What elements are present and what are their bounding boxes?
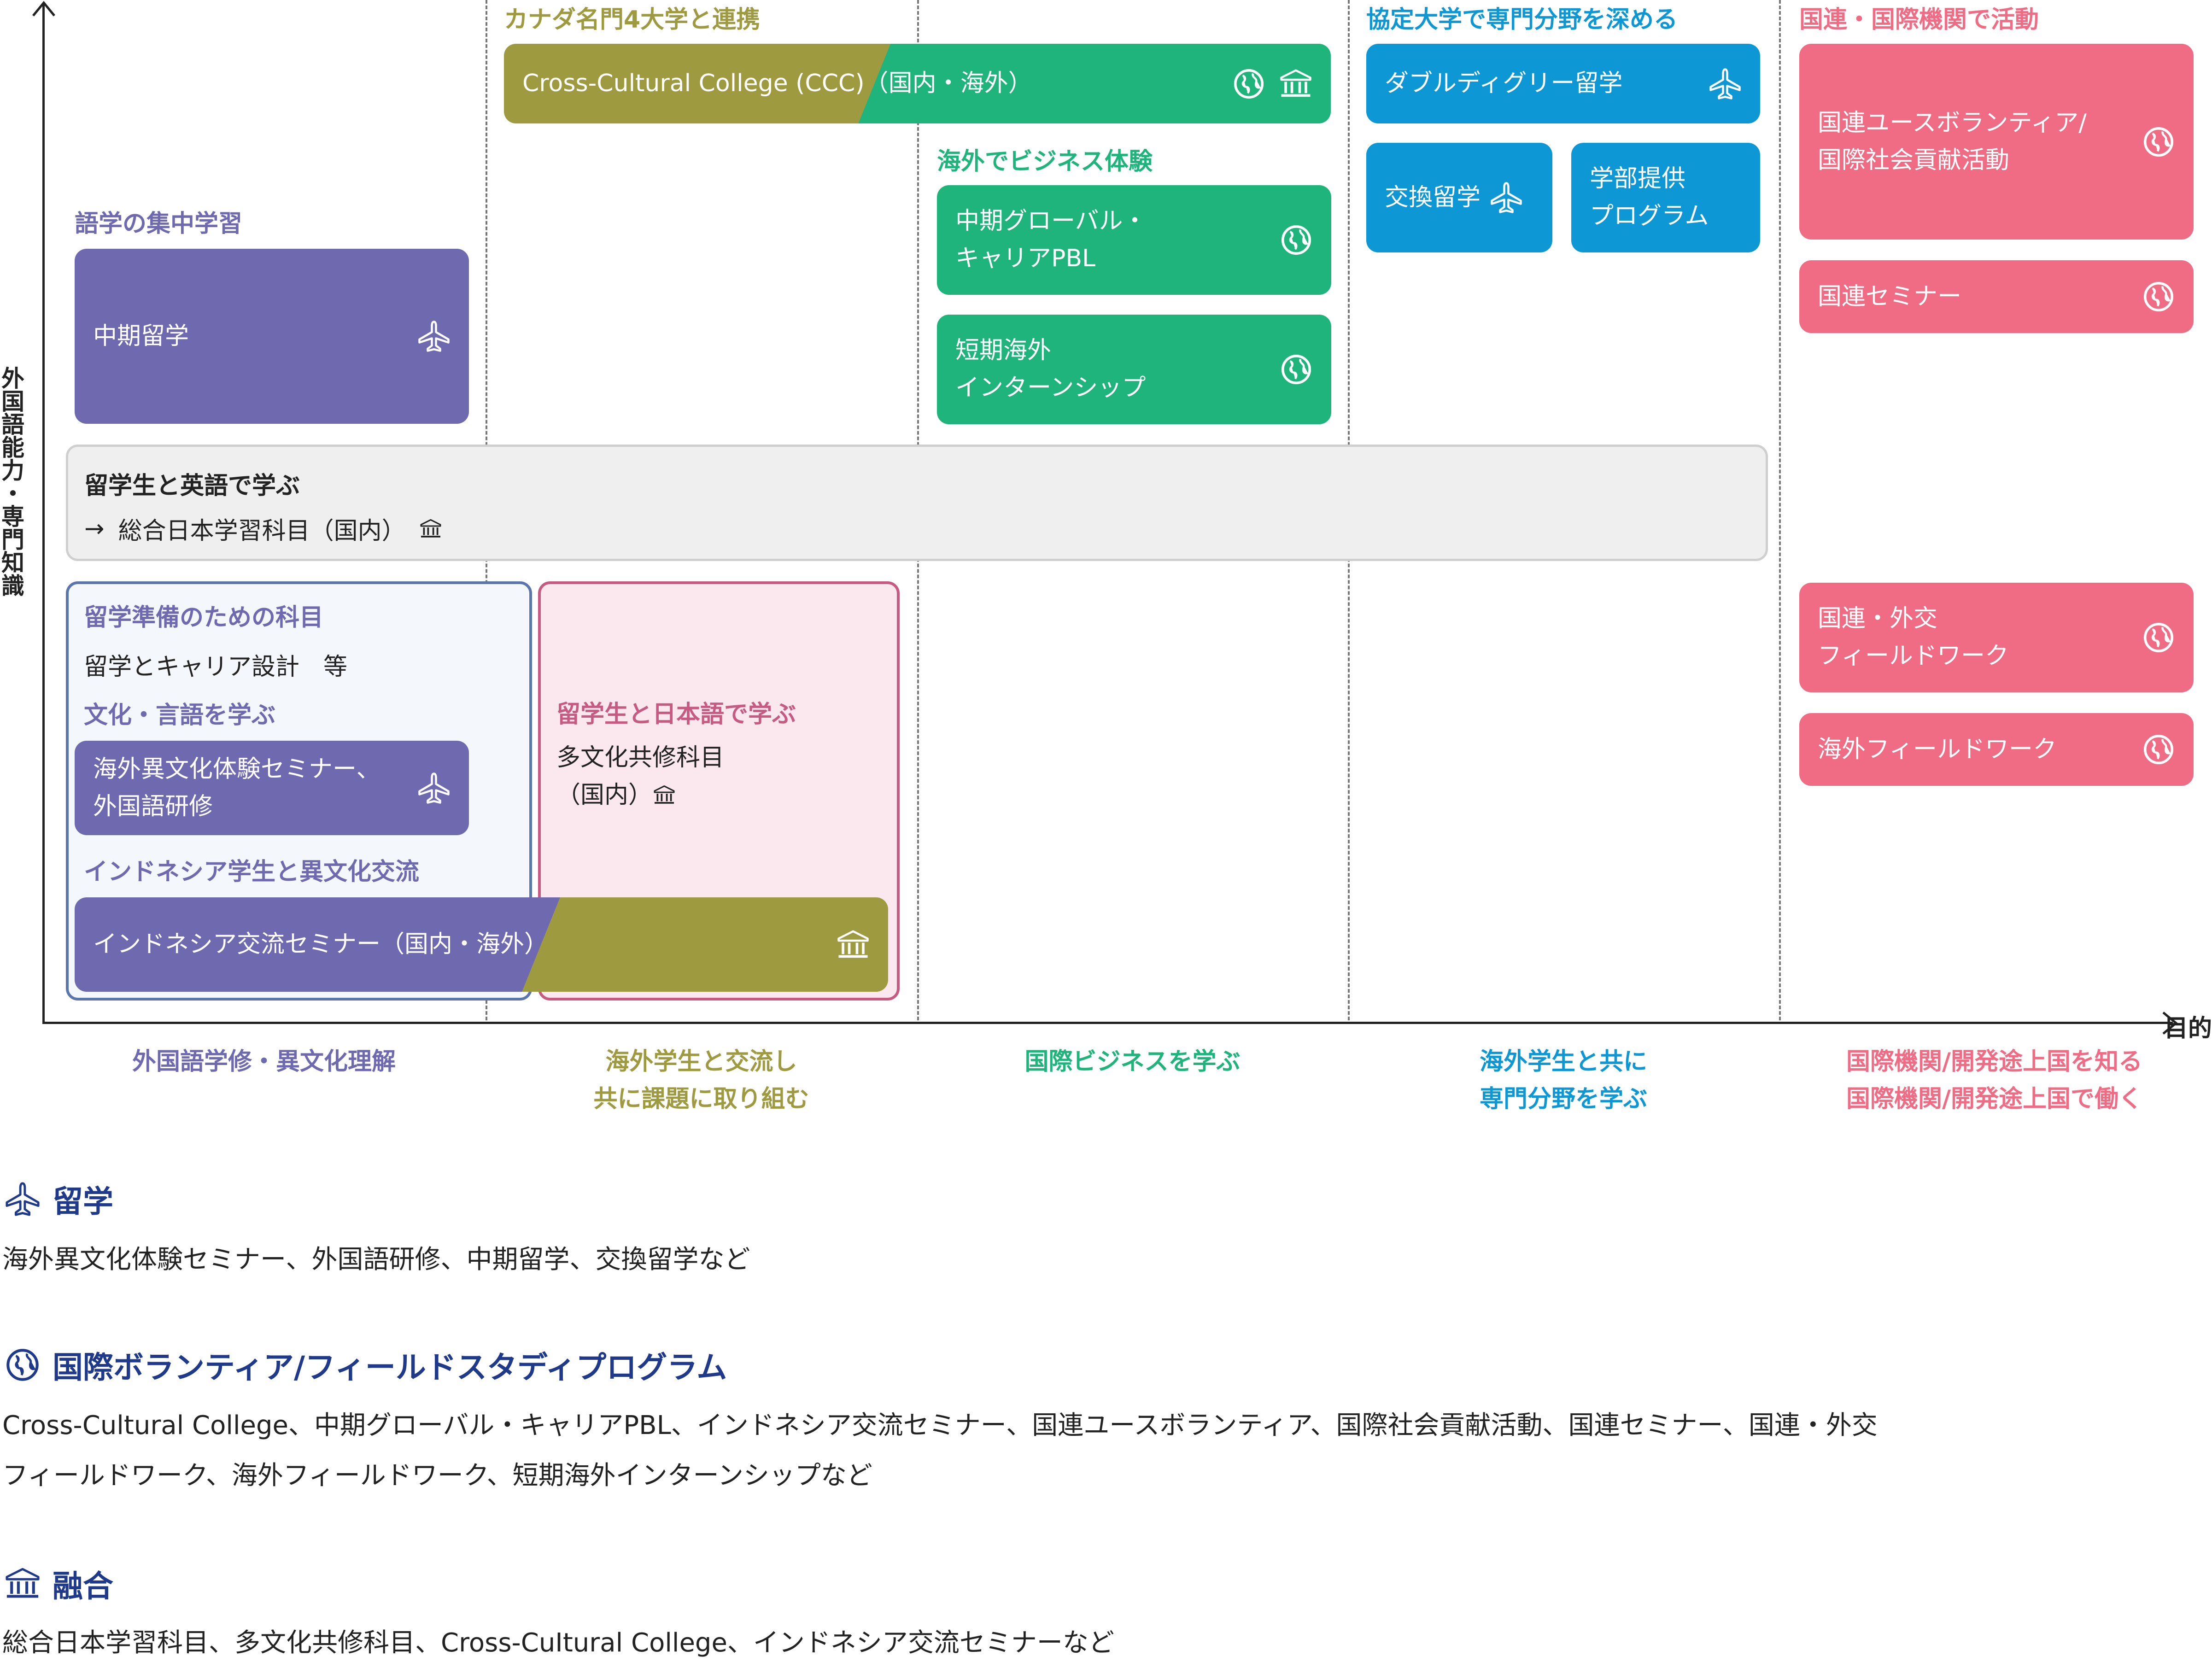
card-overseas-seminar[interactable]: 海外異文化体験セミナー、 外国語研修 [75, 741, 469, 835]
heading-culture: 文化・言語を学ぶ [84, 702, 276, 729]
prep-text: 留学とキャリア設計 等 [84, 653, 348, 681]
english-box-subject[interactable]: 総合日本学習科目（国内） [118, 517, 406, 545]
globe-icon [2142, 125, 2175, 158]
heading-indonesia: インドネシア学生と異文化交流 [84, 858, 420, 886]
card-short-internship-label: 短期海外 インターンシップ [955, 337, 1146, 402]
globe-icon [5, 1347, 41, 1383]
globe-icon [2142, 733, 2175, 766]
card-mid-global-pbl-label: 中期グローバル・ キャリアPBL [955, 207, 1147, 272]
card-ccc[interactable]: Cross-Cultural College (CCC)（国内・海外） [504, 44, 1331, 123]
heading-prep: 留学準備のための科目 [84, 604, 324, 632]
card-faculty-program-label: 学部提供 プログラム [1590, 165, 1709, 230]
card-un-seminar[interactable]: 国連セミナー [1799, 260, 2194, 333]
globe-icon [2142, 621, 2175, 654]
card-indonesia-seminar[interactable]: インドネシア交流セミナー（国内・海外） [75, 897, 888, 992]
y-axis-arrow-icon [32, 1, 55, 17]
column-label-1: 外国語学修・異文化理解 [132, 1048, 396, 1076]
japanese-text: 多文化共修科目 （国内） [556, 739, 724, 814]
column-label-4: 海外学生と共に 専門分野を学ぶ [1479, 1048, 1647, 1113]
card-mid-study-label: 中期留学 [93, 322, 189, 350]
y-axis-label: 外国語能力・専門知識 [0, 366, 24, 597]
heading-business: 海外でビジネス体験 [937, 148, 1153, 176]
building-icon [653, 784, 675, 806]
legend-volunteer: 国際ボランティア/フィールドスタディプログラム [5, 1343, 727, 1387]
card-un-diplomacy-label: 国連・外交 フィールドワーク [1818, 605, 2009, 670]
legend-study-abroad: 留学 [5, 1177, 113, 1221]
globe-icon [2142, 280, 2175, 313]
globe-icon [1280, 353, 1313, 386]
building-icon [837, 928, 870, 961]
card-un-diplomacy[interactable]: 国連・外交 フィールドワーク [1799, 583, 2194, 692]
heading-japanese: 留学生と日本語で学ぶ [556, 701, 796, 728]
card-indonesia-seminar-label: インドネシア交流セミナー（国内・海外） [93, 931, 549, 959]
x-axis-label: 目的 [2164, 1015, 2212, 1042]
card-mid-study[interactable]: 中期留学 [75, 249, 469, 424]
column-label-2: 海外学生と交流し 共に課題に取り組む [593, 1048, 809, 1113]
card-un-youth[interactable]: 国連ユースボランティア/ 国際社会貢献活動 [1799, 44, 2194, 240]
heading-intensive: 語学の集中学習 [75, 210, 243, 238]
heading-partner: 協定大学で専門分野を深める [1366, 6, 1678, 34]
card-overseas-fieldwork[interactable]: 海外フィールドワーク [1799, 713, 2194, 786]
card-double-degree-label: ダブルディグリー留学 [1385, 70, 1623, 98]
card-double-degree[interactable]: ダブルディグリー留学 [1366, 44, 1760, 123]
english-learning-box: 留学生と英語で学ぶ → 総合日本学習科目（国内） [66, 445, 1768, 561]
legend-volunteer-title: 国際ボランティア/フィールドスタディプログラム [53, 1350, 727, 1385]
x-axis [42, 1022, 2173, 1024]
building-icon [1279, 67, 1312, 100]
legend-study-abroad-title: 留学 [53, 1184, 113, 1219]
heading-canada: カナダ名門4大学と連携 [504, 6, 761, 34]
japanese-text-label: 多文化共修科目 （国内） [556, 744, 725, 809]
card-overseas-seminar-label: 海外異文化体験セミナー、 外国語研修 [93, 755, 380, 820]
legend-fusion: 融合 [5, 1562, 113, 1606]
airplane-icon [417, 772, 451, 805]
card-exchange-label: 交換留学 [1385, 183, 1481, 211]
column-label-3: 国際ビジネスを学ぶ [1024, 1048, 1241, 1076]
heading-un: 国連・国際機関で活動 [1799, 6, 2039, 34]
card-overseas-fieldwork-label: 海外フィールドワーク [1818, 735, 2057, 763]
building-icon [5, 1566, 41, 1602]
card-short-internship[interactable]: 短期海外 インターンシップ [937, 315, 1331, 424]
y-axis [42, 4, 45, 1024]
card-mid-global-pbl[interactable]: 中期グローバル・ キャリアPBL [937, 185, 1331, 295]
airplane-icon [5, 1181, 41, 1217]
english-box-title: 留学生と英語で学ぶ [84, 472, 300, 500]
airplane-icon [417, 320, 451, 353]
x-axis-arrow-icon [2162, 1012, 2178, 1035]
globe-icon [1280, 223, 1313, 257]
legend-fusion-text: 総合日本学習科目、多文化共修科目、Cross-CuⅠtural College、… [2, 1628, 1114, 1658]
column-label-5: 国際機関/開発途上国を知る 国際機関/開発途上国で働く [1846, 1048, 2142, 1113]
globe-icon [1232, 67, 1265, 100]
card-un-seminar-label: 国連セミナー [1818, 282, 1962, 310]
legend-study-abroad-text: 海外異文化体験セミナー、外国語研修、中期留学、交換留学など [2, 1245, 750, 1275]
arrow-right-icon: → [84, 515, 105, 543]
column-divider-4 [1779, 0, 1781, 1020]
legend-fusion-title: 融合 [53, 1569, 113, 1604]
airplane-icon [1709, 67, 1742, 100]
airplane-icon [1490, 181, 1523, 214]
card-ccc-label: Cross-Cultural College (CCC)（国内・海外） [522, 70, 1032, 98]
card-exchange[interactable]: 交換留学 [1366, 143, 1552, 252]
building-icon [420, 518, 442, 540]
card-faculty-program[interactable]: 学部提供 プログラム [1571, 143, 1760, 252]
card-un-youth-label: 国連ユースボランティア/ 国際社会貢献活動 [1818, 109, 2087, 174]
legend-volunteer-text: Cross-Cultural College、中期グローバル・キャリアPBL、イ… [2, 1410, 1878, 1491]
